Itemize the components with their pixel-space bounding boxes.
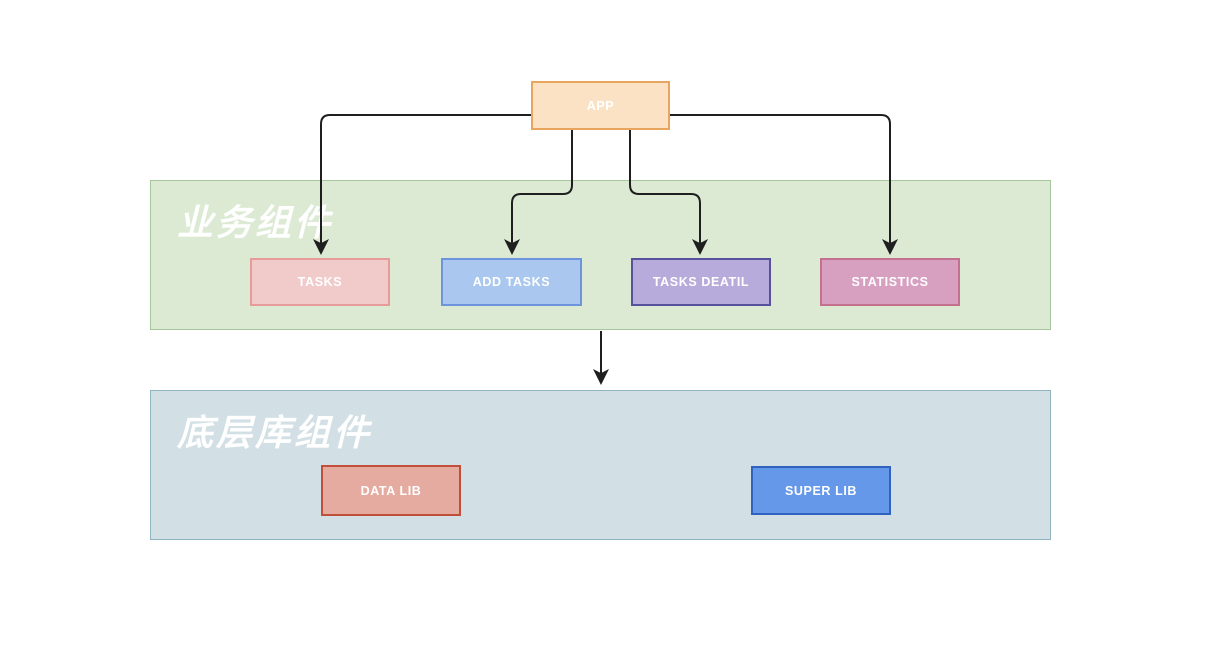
connector-app-to-tasks-deatil[interactable] [629, 130, 708, 255]
connector-app-to-statistics[interactable] [670, 114, 898, 255]
node-app-label: APP [586, 98, 615, 113]
node-tasks-label: TASKS [297, 275, 343, 289]
group-business-title: 业务组件 [177, 202, 334, 243]
node-add-tasks[interactable]: ADD TASKS [441, 258, 582, 306]
node-data-lib[interactable]: DATA LIB [321, 465, 461, 516]
node-tasks-deatil-label: TASKS DEATIL [652, 275, 750, 289]
node-tasks[interactable]: TASKS [250, 258, 390, 306]
node-app[interactable]: APP [531, 81, 670, 130]
node-tasks-deatil[interactable]: TASKS DEATIL [631, 258, 771, 306]
connector-app-to-add-tasks[interactable] [504, 130, 573, 255]
group-baselib-title: 底层库组件 [177, 412, 373, 453]
connector-app-to-tasks[interactable] [313, 114, 531, 255]
node-statistics-label: STATISTICS [851, 275, 929, 289]
node-super-lib-label: SUPER LIB [784, 483, 858, 498]
node-statistics[interactable]: STATISTICS [820, 258, 960, 306]
group-base-lib-components[interactable]: 底层库组件 [150, 390, 1051, 540]
node-add-tasks-label: ADD TASKS [472, 275, 551, 289]
node-super-lib[interactable]: SUPER LIB [751, 466, 891, 515]
node-data-lib-label: DATA LIB [360, 483, 422, 498]
